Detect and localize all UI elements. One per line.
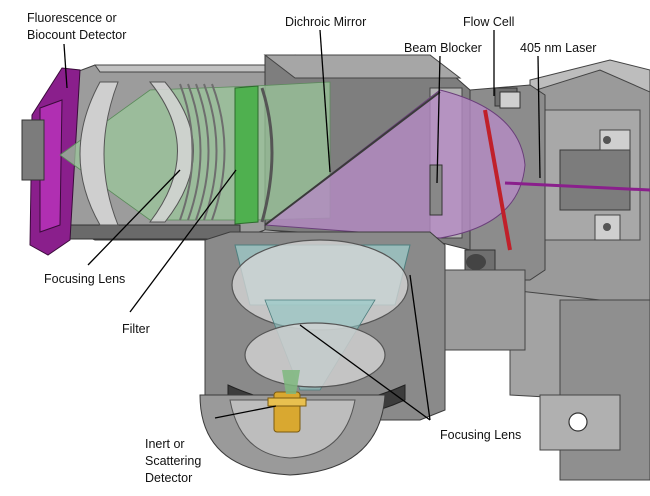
focusing-lens-left-shape [148, 81, 194, 223]
lower-housing [204, 231, 526, 421]
filter-shape [234, 85, 259, 225]
fluorescence-detector [21, 67, 81, 256]
focusing-lens-bottom-lower [244, 322, 386, 388]
tube-lenses [79, 81, 274, 226]
beam-blocker-shape [429, 164, 443, 216]
lens-left-rim [79, 81, 119, 226]
label-fluorescence-line1: Fluorescence or [27, 11, 117, 25]
label-fluorescence-line2: Biocount Detector [27, 28, 126, 42]
label-filter: Filter [122, 322, 150, 336]
label-flow-cell: Flow Cell [463, 15, 514, 29]
lens-stack-rings [179, 83, 226, 221]
label-focusing-lens-left: Focusing Lens [44, 272, 125, 286]
label-beam-blocker: Beam Blocker [404, 41, 482, 55]
scattering-detector [199, 370, 386, 476]
text-labels: Fluorescence or Biocount Detector Dichro… [27, 11, 596, 485]
laser-beam [504, 181, 650, 192]
dichroic-mirror-shape [264, 91, 441, 226]
flow-cell-tube [483, 109, 512, 251]
label-dichroic-mirror: Dichroic Mirror [285, 15, 366, 29]
label-detector-line2: Scattering [145, 454, 201, 468]
label-detector-line3: Detector [145, 471, 192, 485]
label-laser: 405 nm Laser [520, 41, 596, 55]
leader-lines [63, 29, 541, 421]
label-focusing-lens-bottom: Focusing Lens [440, 428, 521, 442]
label-detector-line1: Inert or [145, 437, 185, 451]
violet-light-path [263, 89, 650, 251]
